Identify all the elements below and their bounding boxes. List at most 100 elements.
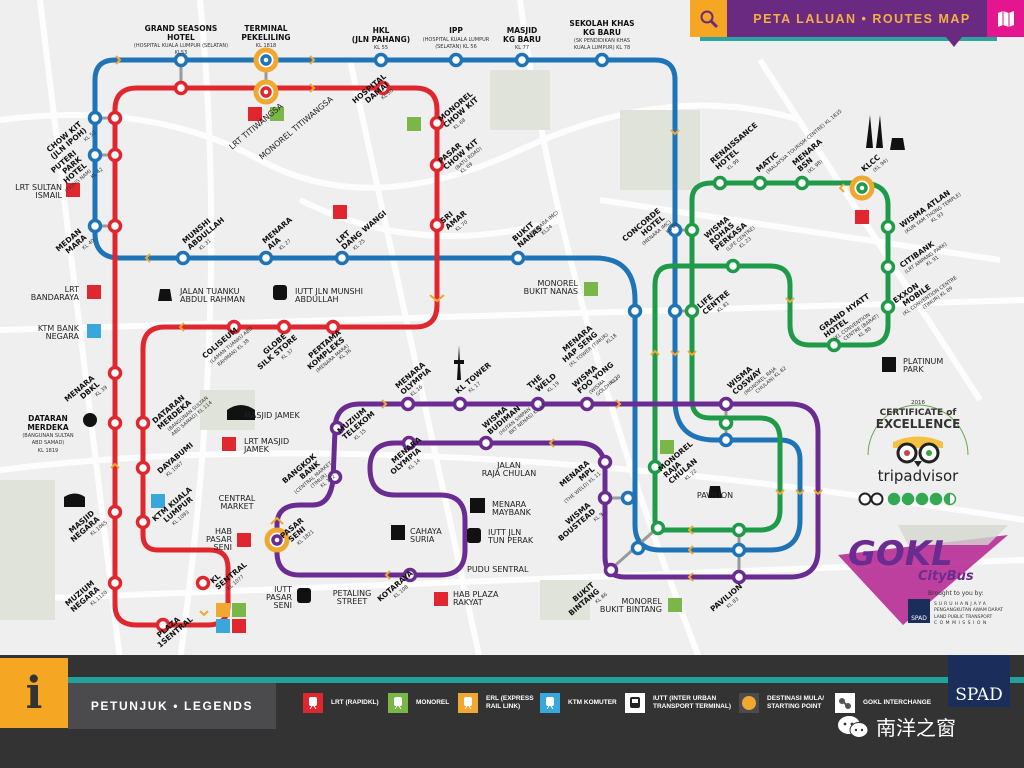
poi-lrt-sultan-ismail: LRT SULTAN bbox=[15, 183, 62, 192]
station-bukit-nanas[interactable] bbox=[510, 250, 526, 266]
station-kl-tower[interactable] bbox=[452, 396, 468, 412]
magnifier-icon bbox=[700, 10, 718, 28]
station-dataran-merdeka-w[interactable] bbox=[107, 415, 123, 431]
label-ipp: IPP bbox=[449, 26, 463, 35]
label-terminal-pekeliling-2: PEKELILING bbox=[241, 33, 290, 42]
station-wisma-rohas[interactable] bbox=[725, 258, 741, 274]
station-ktm-kuala-lumpur[interactable] bbox=[135, 514, 151, 530]
station-masjid-negara[interactable] bbox=[107, 504, 123, 520]
station-terminal-pekeliling-red-core bbox=[260, 86, 272, 98]
station-life-centre-blue[interactable] bbox=[667, 303, 683, 319]
station-pasar-chow-kit[interactable] bbox=[429, 157, 445, 173]
shopping-bag-icon bbox=[158, 289, 172, 301]
station-pavilion-blue[interactable] bbox=[731, 542, 747, 558]
station-concorde-hotel[interactable] bbox=[667, 222, 683, 238]
station-bukit-bintang-green[interactable] bbox=[650, 520, 666, 536]
label-dataran-merdeka-w: DATARAN bbox=[28, 414, 68, 423]
station-chow-kit[interactable] bbox=[87, 110, 103, 126]
spad-line2: PENGANGKUTAN AWAM DARAT bbox=[934, 607, 1003, 613]
station-wisma-atlan[interactable] bbox=[880, 219, 896, 235]
dataran-merdeka-icon bbox=[83, 413, 97, 427]
station-citibank[interactable] bbox=[880, 259, 896, 275]
station-medan-mara-red[interactable] bbox=[107, 218, 123, 234]
station-grand-hyatt[interactable] bbox=[826, 337, 842, 353]
station-chow-kit-red[interactable] bbox=[107, 110, 123, 126]
gokl-logo: GOKL bbox=[848, 534, 953, 574]
spad-logo: SPAD bbox=[948, 655, 1010, 707]
station-boustead-blue[interactable] bbox=[620, 490, 636, 506]
station-bukit-bintang[interactable] bbox=[603, 562, 619, 578]
station-matic[interactable] bbox=[752, 175, 768, 191]
station-dataran-merdeka-e[interactable] bbox=[135, 415, 151, 431]
station-pertama-kompleks[interactable] bbox=[325, 319, 341, 335]
station-muzium-telekom[interactable] bbox=[329, 420, 345, 436]
station-lrt-dang-wangi[interactable] bbox=[334, 250, 350, 266]
station-kl-sentral[interactable] bbox=[195, 575, 211, 591]
station-menara-hap-seng[interactable] bbox=[627, 303, 643, 319]
label-grand-seasons-sub: (HOSPITAL KUALA LUMPUR (SELATAN) bbox=[134, 43, 228, 49]
station-life-centre[interactable] bbox=[684, 303, 700, 319]
station-wisma-cosway[interactable] bbox=[718, 396, 734, 412]
map-button[interactable] bbox=[987, 0, 1024, 37]
station-sekolah-khas[interactable] bbox=[594, 52, 610, 68]
station-cosway-green[interactable] bbox=[718, 415, 734, 431]
station-muzium-negara[interactable] bbox=[107, 575, 123, 591]
station-grand-seasons-red[interactable] bbox=[173, 80, 189, 96]
poi-iutt-munshi-2: ABDULLAH bbox=[295, 295, 339, 304]
label-grand-seasons: GRAND SEASONS bbox=[145, 24, 218, 33]
station-kotaraya[interactable] bbox=[402, 567, 418, 583]
station-globe-silk-store[interactable] bbox=[276, 319, 292, 335]
station-masjid-kg-baru[interactable] bbox=[514, 52, 530, 68]
label-sekolah-khas: SEKOLAH KHAS bbox=[569, 19, 634, 28]
lrt-icon bbox=[434, 592, 448, 606]
station-medan-mara[interactable] bbox=[87, 218, 103, 234]
station-ipp[interactable] bbox=[448, 52, 464, 68]
station-wisma-foo-yong[interactable] bbox=[579, 396, 595, 412]
station-exxon-mobile[interactable] bbox=[880, 299, 896, 315]
station-menara-olympia-n[interactable] bbox=[400, 396, 416, 412]
station-wisma-boustead[interactable] bbox=[597, 490, 613, 506]
station-wisma-budiman[interactable] bbox=[478, 435, 494, 451]
station-hospital-damai[interactable] bbox=[375, 80, 391, 96]
legend-label: DESTINASI MULA/ bbox=[767, 695, 825, 702]
station-concorde-green[interactable] bbox=[684, 222, 700, 238]
legend-label: MONOREL bbox=[416, 699, 450, 706]
certificate-arc bbox=[867, 404, 969, 456]
building-icon bbox=[470, 498, 485, 513]
station-monorel-raja-chulan[interactable] bbox=[647, 459, 663, 475]
station-grand-seasons[interactable] bbox=[173, 52, 189, 68]
footer-teal-bar bbox=[68, 677, 1024, 683]
monorel-icon bbox=[660, 440, 674, 454]
station-hkl[interactable] bbox=[373, 52, 389, 68]
station-plaza-sentral[interactable] bbox=[155, 617, 171, 633]
station-menara-mpl[interactable] bbox=[597, 454, 613, 470]
station-the-weld[interactable] bbox=[530, 396, 546, 412]
station-dayabumi[interactable] bbox=[135, 460, 151, 476]
station-coliseum[interactable] bbox=[226, 319, 242, 335]
monorel-icon bbox=[232, 603, 246, 617]
station-munshi-abdullah[interactable] bbox=[175, 250, 191, 266]
station-renaissance[interactable] bbox=[712, 175, 728, 191]
station-cosway-blue[interactable] bbox=[718, 432, 734, 448]
station-monorel-chow-kit[interactable] bbox=[429, 115, 445, 131]
header-pointer bbox=[946, 37, 962, 47]
station-puteri-park-red[interactable] bbox=[107, 147, 123, 163]
station-menara-aia[interactable] bbox=[258, 250, 274, 266]
routes-map[interactable]: GRAND SEASONS HOTEL (HOSPITAL KUALA LUMP… bbox=[0, 0, 1024, 662]
poi-jalan-tuanku: JALAN TUANKU bbox=[179, 287, 240, 296]
station-menara-bsn[interactable] bbox=[794, 175, 810, 191]
station-menara-dbkl[interactable] bbox=[107, 365, 123, 381]
station-menara-olympia-s[interactable] bbox=[401, 435, 417, 451]
info-button[interactable]: i bbox=[0, 658, 68, 728]
monorel-icon bbox=[668, 598, 682, 612]
purple-route-line bbox=[274, 401, 821, 580]
station-pavilion-green[interactable] bbox=[731, 522, 747, 538]
station-bangkok-bank[interactable] bbox=[327, 469, 343, 485]
station-bukit-bintang-blue[interactable] bbox=[630, 540, 646, 556]
station-sri-amar[interactable] bbox=[429, 217, 445, 233]
station-puteri-park[interactable] bbox=[87, 147, 103, 163]
station-pavilion[interactable] bbox=[731, 569, 747, 585]
poi-pudu-sentral: PUDU SENTRAL bbox=[467, 565, 529, 574]
search-button[interactable] bbox=[690, 0, 727, 37]
